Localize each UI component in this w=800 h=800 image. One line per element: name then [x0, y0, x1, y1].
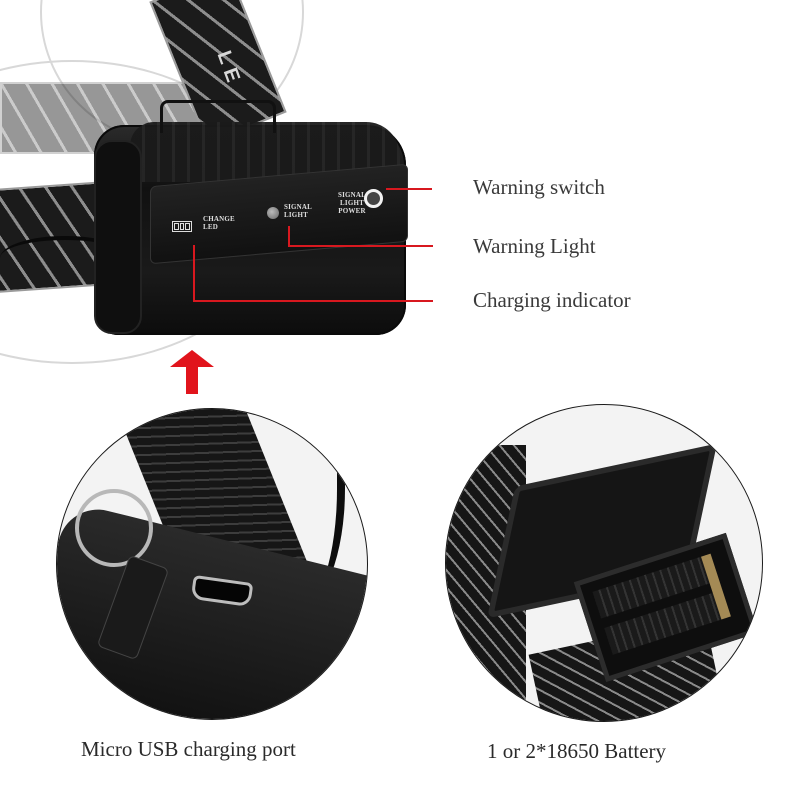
up-arrow-icon: [170, 350, 214, 367]
warning-switch-button[interactable]: [364, 189, 383, 208]
callout-warning-light: Warning Light: [473, 234, 596, 258]
cable: [0, 236, 130, 280]
callout-line-charging-h: [193, 300, 433, 302]
callout-line-warning-light-h: [288, 245, 433, 247]
inset-cable: [267, 409, 345, 609]
housing-clip: [160, 100, 276, 133]
housing-end-cap: [94, 140, 142, 334]
callout-warning-switch: Warning switch: [473, 175, 605, 199]
callout-line-warning-switch: [386, 188, 432, 190]
signal-light-led: [267, 207, 279, 219]
signal-light-power-label: SIGNAL LIGHT POWER: [338, 191, 367, 215]
callout-line-charging-v: [193, 245, 195, 301]
change-led-label: CHANGE LED: [203, 215, 235, 231]
usb-port-inset: [56, 408, 368, 720]
key-ring: [75, 489, 153, 567]
battery-inset: [445, 404, 763, 722]
up-arrow-shaft: [186, 366, 198, 394]
signal-light-label: SIGNAL LIGHT: [284, 203, 313, 219]
callout-charging-indicator: Charging indicator: [473, 288, 631, 312]
battery-level-icon: [172, 221, 192, 232]
callout-line-warning-light-v: [288, 226, 290, 246]
caption-battery: 1 or 2*18650 Battery: [487, 739, 667, 763]
caption-micro-usb: Micro USB charging port: [81, 737, 296, 761]
